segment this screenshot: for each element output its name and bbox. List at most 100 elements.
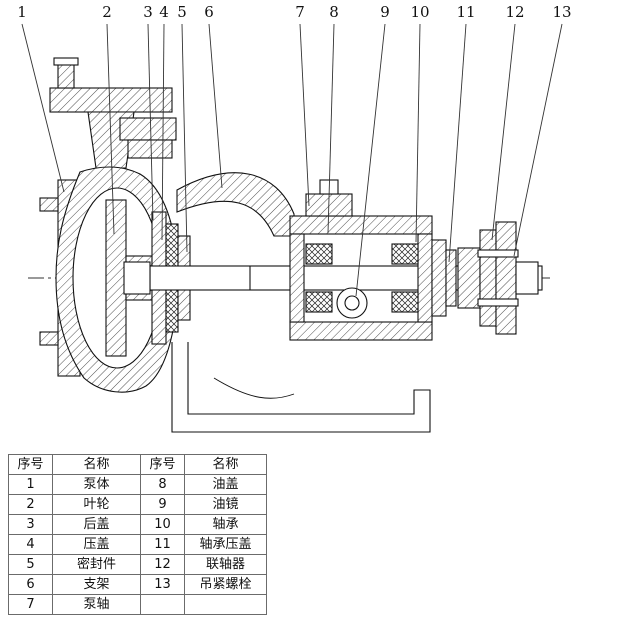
part-name-cell: 泵轴 xyxy=(52,594,141,615)
part-name-cell: 联轴器 xyxy=(184,554,267,575)
bearing-housing-bottom xyxy=(289,321,433,341)
coupling-bolt-bottom xyxy=(477,298,519,307)
leader-1 xyxy=(21,23,65,193)
base-rib xyxy=(213,377,295,399)
leader-5 xyxy=(181,23,188,253)
bearing-gland xyxy=(431,239,447,317)
casing-joint-flange-lower xyxy=(127,139,173,159)
coupling-hub xyxy=(457,247,481,309)
part-number-cell: 7 xyxy=(8,594,53,615)
part-number-cell: 12 xyxy=(140,554,185,575)
callout-13: 13 xyxy=(552,3,571,21)
part-name-cell xyxy=(184,594,267,615)
bracket-arm xyxy=(176,172,295,237)
bearing-right-upper xyxy=(391,243,419,265)
suction-bolt-top xyxy=(39,197,59,212)
part-name-cell: 后盖 xyxy=(52,514,141,535)
impeller xyxy=(105,199,127,357)
motor-shaft-stub xyxy=(515,261,539,295)
bearing-housing-right xyxy=(417,233,433,323)
bearing-left-upper xyxy=(305,243,333,265)
header-name-1: 名称 xyxy=(52,454,141,475)
part-number-cell: 13 xyxy=(140,574,185,595)
leader-6 xyxy=(208,23,223,189)
header-name-2: 名称 xyxy=(184,454,267,475)
part-number-cell: 1 xyxy=(8,474,53,495)
part-name-cell: 吊紧螺栓 xyxy=(184,574,267,595)
suction-bolt-bottom xyxy=(39,331,59,346)
header-number-2: 序号 xyxy=(140,454,185,475)
bearing-housing-left xyxy=(289,233,305,323)
part-name-cell: 密封件 xyxy=(52,554,141,575)
table-row: 3 后盖 10 轴承 xyxy=(8,514,267,535)
part-number-cell: 11 xyxy=(140,534,185,555)
table-row: 6 支架 13 吊紧螺栓 xyxy=(8,574,267,595)
leader-7 xyxy=(299,23,310,207)
callout-8: 8 xyxy=(329,3,339,21)
leader-9 xyxy=(355,23,386,297)
part-number-cell: 6 xyxy=(8,574,53,595)
oil-sight-glass-inner xyxy=(344,295,360,311)
part-number-cell: 10 xyxy=(140,514,185,535)
part-name-cell: 轴承 xyxy=(184,514,267,535)
coupling-bolt-top xyxy=(477,249,519,258)
bearing-right-lower xyxy=(391,291,419,313)
discharge-flange xyxy=(49,87,173,113)
callout-leader-lines xyxy=(21,23,563,297)
callout-10: 10 xyxy=(410,3,429,21)
flange-bolt xyxy=(57,63,75,89)
callout-numbers: 1 2 3 4 5 6 7 8 9 10 11 12 13 xyxy=(17,3,571,21)
part-name-cell: 油镜 xyxy=(184,494,267,515)
header-number-1: 序号 xyxy=(8,454,53,475)
coupling-disc xyxy=(479,229,497,327)
parts-table-header-row: 序号 名称 序号 名称 xyxy=(8,454,267,475)
part-number-cell: 5 xyxy=(8,554,53,575)
leader-4 xyxy=(161,23,165,241)
callout-6: 6 xyxy=(204,3,214,21)
leader-3 xyxy=(147,23,154,221)
part-name-cell: 压盖 xyxy=(52,534,141,555)
callout-3: 3 xyxy=(143,3,153,21)
callout-2: 2 xyxy=(102,3,112,21)
shaft-nut xyxy=(123,261,151,295)
table-row: 1 泵体 8 油盖 xyxy=(8,474,267,495)
callout-11: 11 xyxy=(456,3,475,21)
table-row: 7 泵轴 xyxy=(8,594,267,615)
leader-8 xyxy=(327,23,335,234)
part-number-cell: 2 xyxy=(8,494,53,515)
part-number-cell: 4 xyxy=(8,534,53,555)
part-name-cell: 轴承压盖 xyxy=(184,534,267,555)
callout-1: 1 xyxy=(17,3,27,21)
part-number-cell: 3 xyxy=(8,514,53,535)
bearing-gland-ring xyxy=(445,249,457,307)
part-number-cell: 9 xyxy=(140,494,185,515)
table-row: 2 叶轮 9 油镜 xyxy=(8,494,267,515)
leader-13 xyxy=(513,23,563,257)
leader-2 xyxy=(106,23,115,235)
coupling-flange xyxy=(495,221,517,335)
table-row: 5 密封件 12 联轴器 xyxy=(8,554,267,575)
callout-9: 9 xyxy=(380,3,390,21)
bearing-left-lower xyxy=(305,291,333,313)
part-name-cell: 油盖 xyxy=(184,474,267,495)
part-number-cell: 8 xyxy=(140,474,185,495)
callout-5: 5 xyxy=(177,3,187,21)
leader-10 xyxy=(415,23,421,243)
pump-cross-section-drawing: 1 2 3 4 5 6 7 8 9 10 11 12 13 xyxy=(17,3,572,433)
part-name-cell: 泵体 xyxy=(52,474,141,495)
table-row: 4 压盖 11 轴承压盖 xyxy=(8,534,267,555)
callout-4: 4 xyxy=(159,3,169,21)
pump-body-group xyxy=(39,57,543,433)
callout-12: 12 xyxy=(505,3,524,21)
callout-7: 7 xyxy=(295,3,305,21)
part-name-cell: 支架 xyxy=(52,574,141,595)
part-number-cell xyxy=(140,594,185,615)
casing-joint-flange xyxy=(119,117,177,141)
flange-bolt-head xyxy=(53,57,79,66)
leader-12 xyxy=(491,23,516,241)
base-plate xyxy=(171,342,431,433)
part-name-cell: 叶轮 xyxy=(52,494,141,515)
parts-table: 序号 名称 序号 名称 1 泵体 8 油盖 2 叶轮 9 油镜 3 后盖 xyxy=(8,454,267,615)
bearing-housing-top xyxy=(289,215,433,235)
